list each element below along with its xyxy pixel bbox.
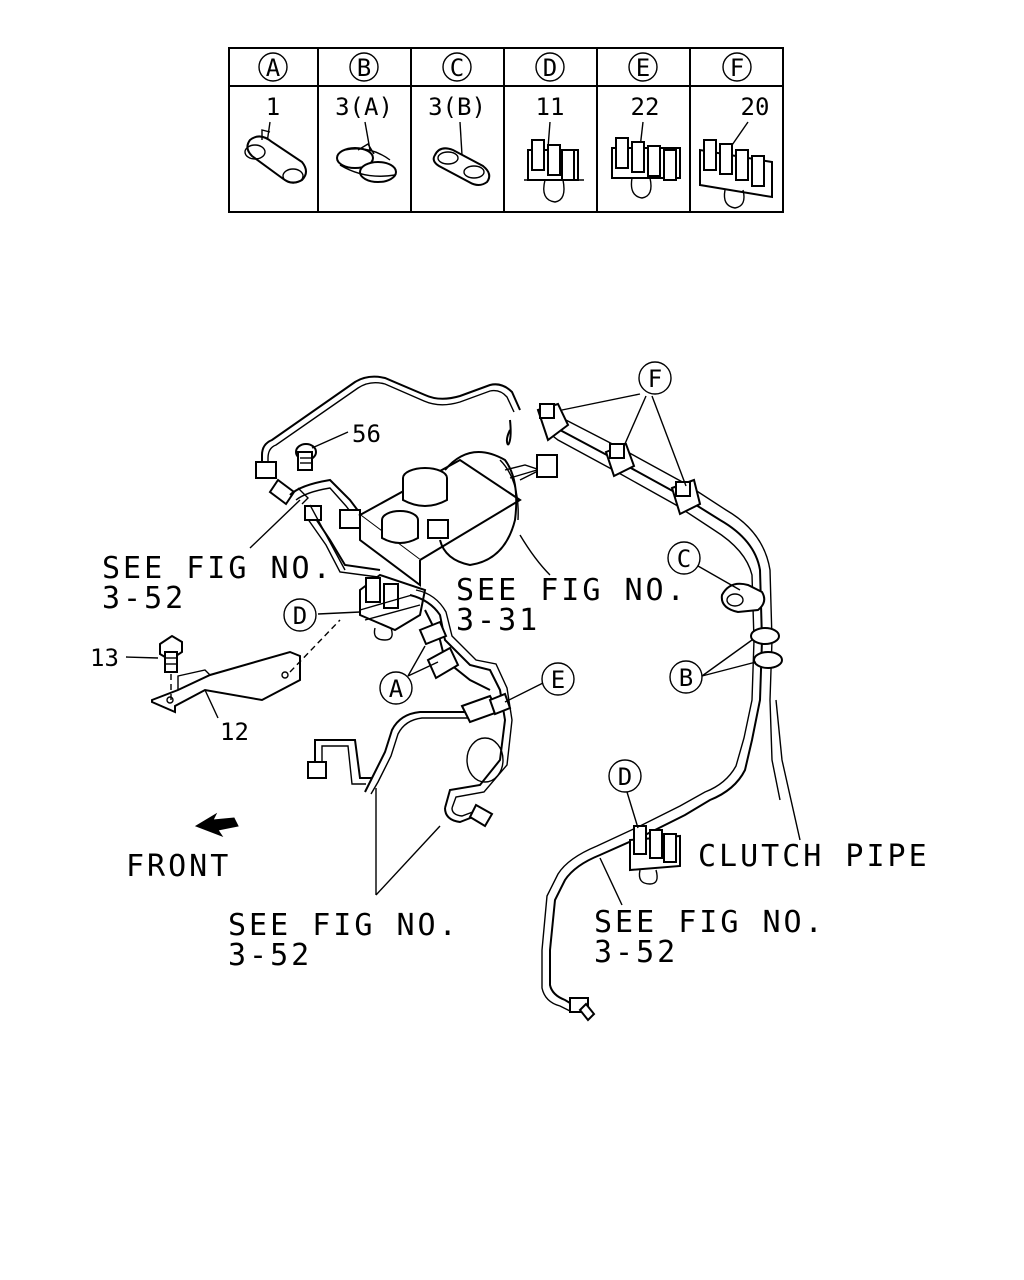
- master-cylinder: [358, 458, 522, 587]
- table-header-d-text: D: [543, 54, 557, 82]
- clip-f-inline-2: [604, 442, 636, 478]
- clip-e-inline: [460, 692, 512, 724]
- table-header-b: B: [349, 52, 379, 82]
- clip-e-icon: [611, 137, 681, 199]
- callout-e-text: E: [551, 666, 565, 694]
- clip-d-inline: [629, 825, 681, 885]
- table-part-d: 11: [536, 93, 565, 121]
- callout-a-text: A: [389, 675, 404, 703]
- clip-f-inline-1: [536, 402, 570, 442]
- callout-12: 12: [220, 718, 249, 746]
- table-header-e-text: E: [636, 54, 650, 82]
- clip-c-inline: [720, 582, 766, 614]
- reference-upper-left-line2: 3-52: [102, 581, 186, 616]
- table-part-a: 1: [266, 93, 280, 121]
- front-arrow-icon: [194, 812, 239, 838]
- table-header-d: D: [535, 52, 565, 82]
- table-part-e: 22: [631, 93, 660, 121]
- reference-lower-right-line2: 3-52: [594, 935, 678, 970]
- clip-c-icon: [432, 147, 491, 186]
- callout-56: 56: [352, 420, 381, 448]
- callout-13: 13: [90, 644, 119, 672]
- reference-lower-right-line1: SEE FIG NO.: [594, 905, 826, 940]
- upper-left-fitting: [255, 461, 309, 506]
- clip-d-icon: [524, 139, 584, 203]
- callout-d-upper: D: [283, 598, 317, 632]
- table-header-f: F: [722, 52, 752, 82]
- reference-booster-line1: SEE FIG NO.: [456, 573, 688, 608]
- mounting-bracket-12: [151, 650, 301, 714]
- callout-d-lower-text: D: [618, 763, 632, 791]
- callout-f: F: [638, 361, 672, 395]
- clip-a-icon: [244, 129, 307, 184]
- callout-b-text: B: [679, 664, 693, 692]
- proportioning-valve: [359, 573, 427, 641]
- bleeder-bolt-56: [295, 443, 317, 471]
- clip-f-icon: [699, 139, 773, 209]
- callout-e: E: [541, 662, 575, 696]
- callout-c: C: [667, 541, 701, 575]
- table-header-b-text: B: [357, 54, 371, 82]
- table-header-e: E: [628, 52, 658, 82]
- clip-b-icon: [336, 143, 397, 183]
- table-header-c-text: C: [450, 54, 464, 82]
- table-part-b: 3(A): [335, 93, 393, 121]
- callout-d-upper-text: D: [293, 602, 307, 630]
- reference-lower-left-line1: SEE FIG NO.: [228, 908, 460, 943]
- table-header-a-text: A: [266, 54, 281, 82]
- clip-table: A B C D E F 1 3(A) 3(B) 11 22 20: [228, 47, 784, 213]
- brake-pipe-assembly: 56: [90, 361, 801, 1022]
- top-brake-pipe: [261, 375, 521, 470]
- front-label: FRONT: [126, 849, 231, 884]
- callout-f-text: F: [648, 365, 662, 393]
- clip-a-inline: [418, 620, 460, 680]
- bolt-13: [159, 634, 183, 673]
- callout-c-text: C: [677, 545, 691, 573]
- callout-a: A: [379, 671, 413, 705]
- table-header-c: C: [442, 52, 472, 82]
- clip-b-inline: [750, 627, 783, 669]
- callout-d-lower: D: [608, 759, 642, 793]
- table-header-f-text: F: [730, 54, 744, 82]
- frame-pipes: [505, 407, 801, 1022]
- table-part-f: 20: [741, 93, 770, 121]
- table-part-c: 3(B): [428, 93, 486, 121]
- clutch-pipe-label: CLUTCH PIPE: [698, 839, 930, 874]
- clip-f-inline-3: [670, 478, 702, 516]
- callout-b: B: [669, 660, 703, 694]
- reference-lower-left-line2: 3-52: [228, 938, 312, 973]
- reference-upper-left-line1: SEE FIG NO.: [102, 551, 334, 586]
- reference-booster-line2: 3-31: [456, 603, 540, 638]
- brake-booster: [439, 451, 558, 567]
- table-header-a: A: [258, 52, 288, 82]
